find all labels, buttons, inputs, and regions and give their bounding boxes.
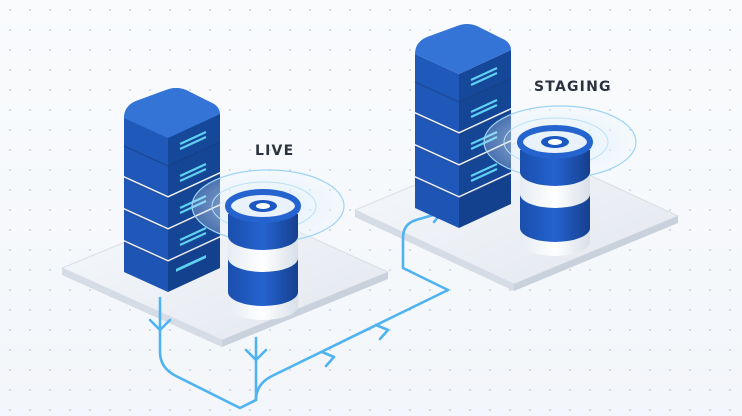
chevron-right-icon xyxy=(320,350,336,368)
staging-database-icon xyxy=(517,125,593,256)
chevron-down-icon xyxy=(148,318,172,332)
live-database-icon xyxy=(225,189,301,320)
chevron-down-icon xyxy=(244,348,268,362)
chevron-right-icon xyxy=(374,323,390,341)
live-server-rack xyxy=(123,88,221,292)
live-label: LIVE xyxy=(255,143,295,159)
deployment-flow xyxy=(158,211,450,410)
flow-chevrons xyxy=(148,205,444,368)
staging-label: STAGING xyxy=(534,79,612,95)
